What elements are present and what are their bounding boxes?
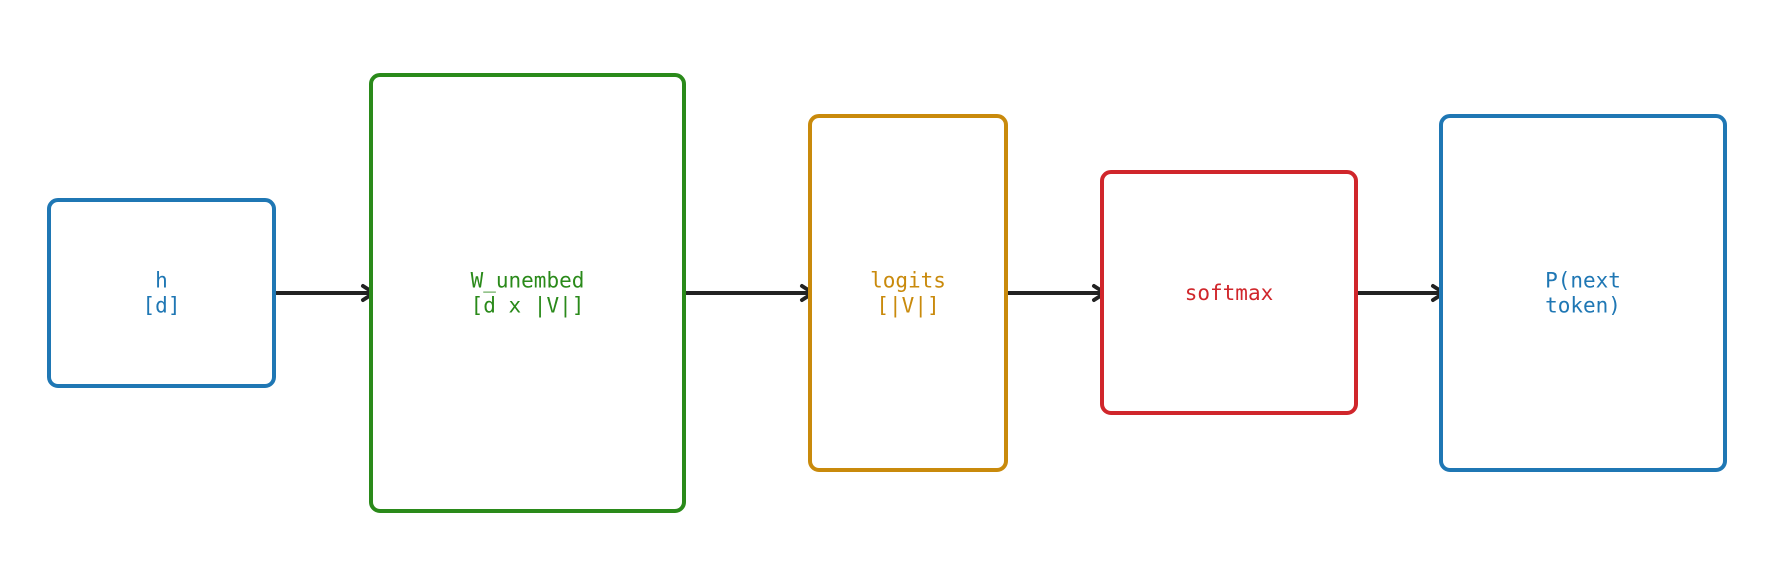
node-label-w-unembed-line-1: W_unembed: [471, 269, 585, 293]
arrow-softmax-to-p-next-token: [1349, 284, 1446, 302]
node-label-w-unembed-line-2: [d x |V|]: [471, 294, 585, 319]
nodes-layer: h[d] W_unembed[d x |V|] logits[|V|] softmax…: [47, 73, 1727, 513]
node-label-h-line-1: h: [155, 269, 168, 293]
node-box-p-next-token: [1439, 114, 1727, 472]
node-label-h-line-2: [d]: [143, 294, 181, 318]
node-box-w-unembed: [369, 73, 686, 513]
node-label-p-next-token-line-1: P(next: [1545, 269, 1621, 293]
node-logits: logits[|V|]: [808, 114, 1008, 472]
node-label-logits-line-2: [|V|]: [876, 294, 939, 319]
arrow-logits-to-softmax: [999, 284, 1107, 302]
arrow-h-to-w-unembed: [267, 284, 376, 302]
node-label-logits-line-1: logits: [870, 269, 946, 293]
arrow-w-unembed-to-logits: [677, 284, 815, 302]
node-softmax: softmax: [1100, 170, 1358, 415]
node-label-softmax-line-1: softmax: [1185, 281, 1274, 305]
node-label-p-next-token-line-2: token): [1545, 294, 1621, 318]
node-box-softmax: [1100, 170, 1358, 415]
node-box-h: [47, 198, 276, 388]
node-h: h[d]: [47, 198, 276, 388]
node-box-logits: [808, 114, 1008, 472]
node-w-unembed: W_unembed[d x |V|]: [369, 73, 686, 513]
